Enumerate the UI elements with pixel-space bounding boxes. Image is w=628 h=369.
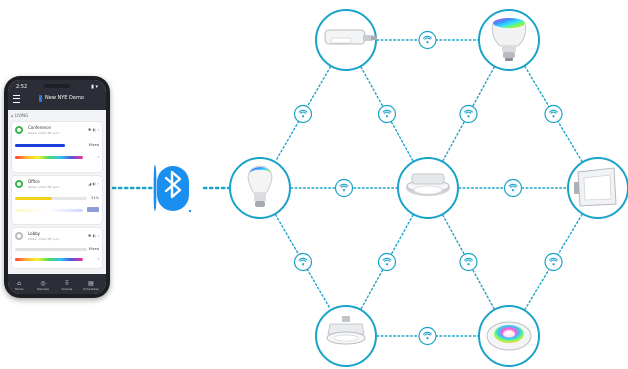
chevron-right-icon[interactable]: › bbox=[97, 154, 99, 159]
wifi-icon bbox=[459, 104, 478, 124]
mesh-link-downlight-color-recessed bbox=[442, 214, 495, 310]
bluetooth-icon bbox=[153, 165, 192, 213]
mesh-link-br30-color-bulb-downlight bbox=[442, 66, 495, 162]
street-light-icon bbox=[324, 29, 377, 45]
smartphone: 2:52 ▮ ▾ New NYE Demo ⌂ LIVING Conferenc… bbox=[4, 76, 110, 298]
devices-icon: ◎ bbox=[40, 280, 46, 287]
wall-pack-icon bbox=[574, 167, 617, 207]
group-label[interactable]: ⌂ LIVING bbox=[11, 113, 29, 118]
phone-notch bbox=[44, 84, 70, 88]
color-spectrum-bar[interactable] bbox=[15, 258, 83, 261]
app-title: New NYE Demo bbox=[45, 95, 84, 101]
wifi-icon bbox=[334, 178, 354, 198]
color-bulb-icon bbox=[491, 18, 527, 61]
tab-home[interactable]: ⌂Home bbox=[10, 280, 28, 291]
wifi-icon bbox=[377, 252, 397, 272]
node-a19-bulb bbox=[229, 157, 291, 219]
node-street-light bbox=[315, 9, 377, 71]
tab-scenes[interactable]: ⠿Scenes bbox=[58, 280, 76, 291]
device-name: Office bbox=[28, 179, 40, 184]
temperature-chip[interactable] bbox=[87, 207, 99, 212]
node-downlight bbox=[397, 157, 459, 219]
device-name: Lobby bbox=[28, 231, 41, 236]
phone-screen: 2:52 ▮ ▾ New NYE Demo ⌂ LIVING Conferenc… bbox=[8, 80, 106, 294]
wifi-icon bbox=[293, 104, 313, 124]
device-card-conference[interactable]: Conference Mode: smart RF sync ✺ ◐ › Mix… bbox=[12, 122, 102, 172]
tab-label: Home bbox=[14, 287, 24, 291]
wifi-icon bbox=[544, 104, 563, 124]
wifi-icon bbox=[503, 178, 523, 198]
device-value: 51% bbox=[91, 196, 99, 200]
device-value: Mixed bbox=[88, 143, 99, 147]
scenes-icon: ⠿ bbox=[64, 280, 70, 287]
node-color-recessed bbox=[478, 305, 540, 367]
brightness-bar[interactable] bbox=[15, 197, 87, 200]
wifi-icon bbox=[459, 252, 478, 272]
tab-label: Schedules bbox=[83, 287, 99, 291]
color-spectrum-bar[interactable] bbox=[15, 156, 83, 159]
node-high-bay bbox=[315, 305, 377, 367]
mesh-link-street-light-downlight bbox=[360, 66, 414, 162]
tab-label: Scenes bbox=[61, 287, 73, 291]
chevron-right-icon[interactable]: › bbox=[97, 256, 99, 261]
wifi-icon bbox=[544, 252, 563, 272]
tab-schedules[interactable]: ▤Schedules bbox=[82, 280, 100, 291]
bottom-tab-bar: ⌂Home ◎Devices ⠿Scenes ▤Schedules bbox=[8, 274, 106, 294]
device-subtitle: Mode: smart RF sync bbox=[28, 185, 60, 189]
wifi-icon bbox=[293, 252, 313, 272]
group-label-text: LIVING bbox=[14, 113, 29, 118]
wifi-badges bbox=[293, 30, 563, 346]
device-value: Mixed bbox=[88, 247, 99, 251]
tab-label: Devices bbox=[37, 287, 49, 291]
status-icons: ▮ ▾ bbox=[91, 84, 98, 90]
node-wall-pack bbox=[567, 157, 628, 219]
brightness-bar[interactable] bbox=[15, 248, 87, 251]
bluetooth-status-icon bbox=[39, 95, 42, 102]
power-ring[interactable] bbox=[15, 126, 23, 134]
home-icon: ⌂ bbox=[17, 280, 21, 287]
wifi-icon bbox=[418, 30, 437, 50]
card-controls[interactable]: ✺ ◐ › bbox=[88, 127, 99, 132]
wifi-icon bbox=[418, 326, 437, 346]
device-card-lobby[interactable]: Lobby Mode: smart RF sync ✺ ◐ › Mixed › bbox=[12, 228, 102, 268]
device-subtitle: Mode: smart RF sync bbox=[28, 131, 60, 135]
downlight-icon bbox=[406, 173, 450, 196]
power-ring[interactable] bbox=[15, 180, 23, 188]
color-recessed-icon bbox=[486, 321, 532, 351]
mesh-link-downlight-high-bay bbox=[360, 214, 414, 310]
device-subtitle: Mode: smart RF sync bbox=[28, 237, 60, 241]
brightness-bar[interactable] bbox=[15, 144, 65, 147]
a19-bulb-icon bbox=[247, 165, 273, 207]
device-name: Conference bbox=[28, 125, 51, 130]
color-temperature-bar[interactable] bbox=[15, 209, 83, 212]
node-br30-color-bulb bbox=[478, 9, 540, 71]
status-time: 2:52 bbox=[16, 84, 28, 90]
schedules-icon: ▤ bbox=[88, 280, 94, 287]
card-controls[interactable]: ✺ ◐ › bbox=[88, 233, 99, 238]
wifi-icon bbox=[377, 104, 397, 124]
power-ring[interactable] bbox=[15, 232, 23, 240]
tab-devices[interactable]: ◎Devices bbox=[34, 280, 52, 291]
device-card-office[interactable]: Office Mode: smart RF sync ◢ ◐ › 51% bbox=[12, 176, 102, 224]
card-controls[interactable]: ◢ ◐ › bbox=[88, 181, 99, 186]
high-bay-icon bbox=[326, 316, 366, 345]
menu-icon[interactable] bbox=[13, 95, 20, 103]
